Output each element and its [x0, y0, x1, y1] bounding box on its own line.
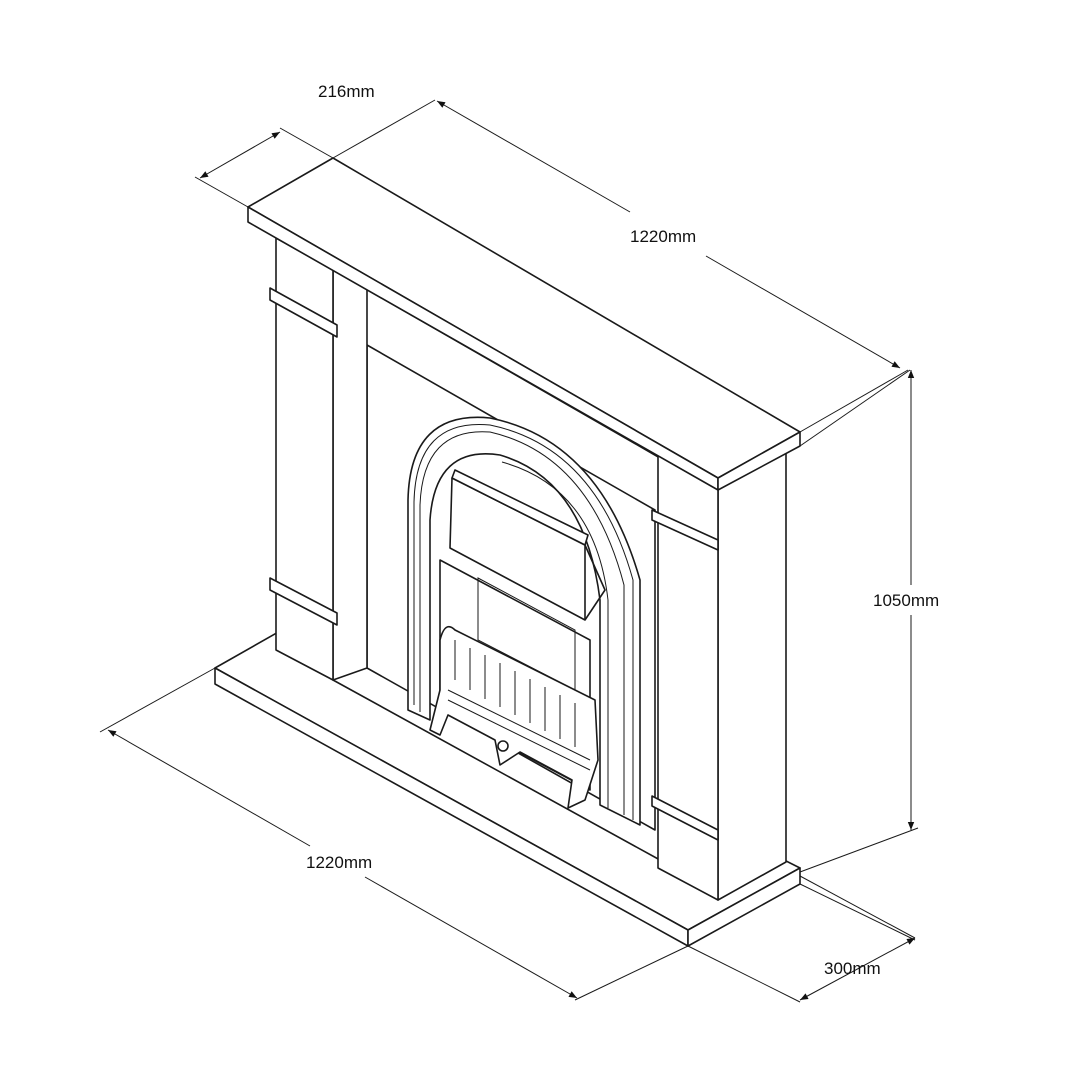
dimension-label-hearth-depth: 300mm: [824, 959, 881, 978]
dimension-label-hearth-width: 1220mm: [306, 853, 372, 872]
right-pillar: [651, 446, 787, 901]
fire-insert: [407, 416, 641, 826]
mantel-shelf: [247, 157, 801, 491]
left-pillar: [269, 237, 368, 681]
dimension-lines: [99, 99, 919, 1003]
dimension-label-height: 1050mm: [873, 591, 939, 610]
dimension-label-mantel-depth: 216mm: [318, 82, 375, 101]
dimension-label-mantel-width: 1220mm: [630, 227, 696, 246]
fire-grate: [429, 625, 599, 809]
